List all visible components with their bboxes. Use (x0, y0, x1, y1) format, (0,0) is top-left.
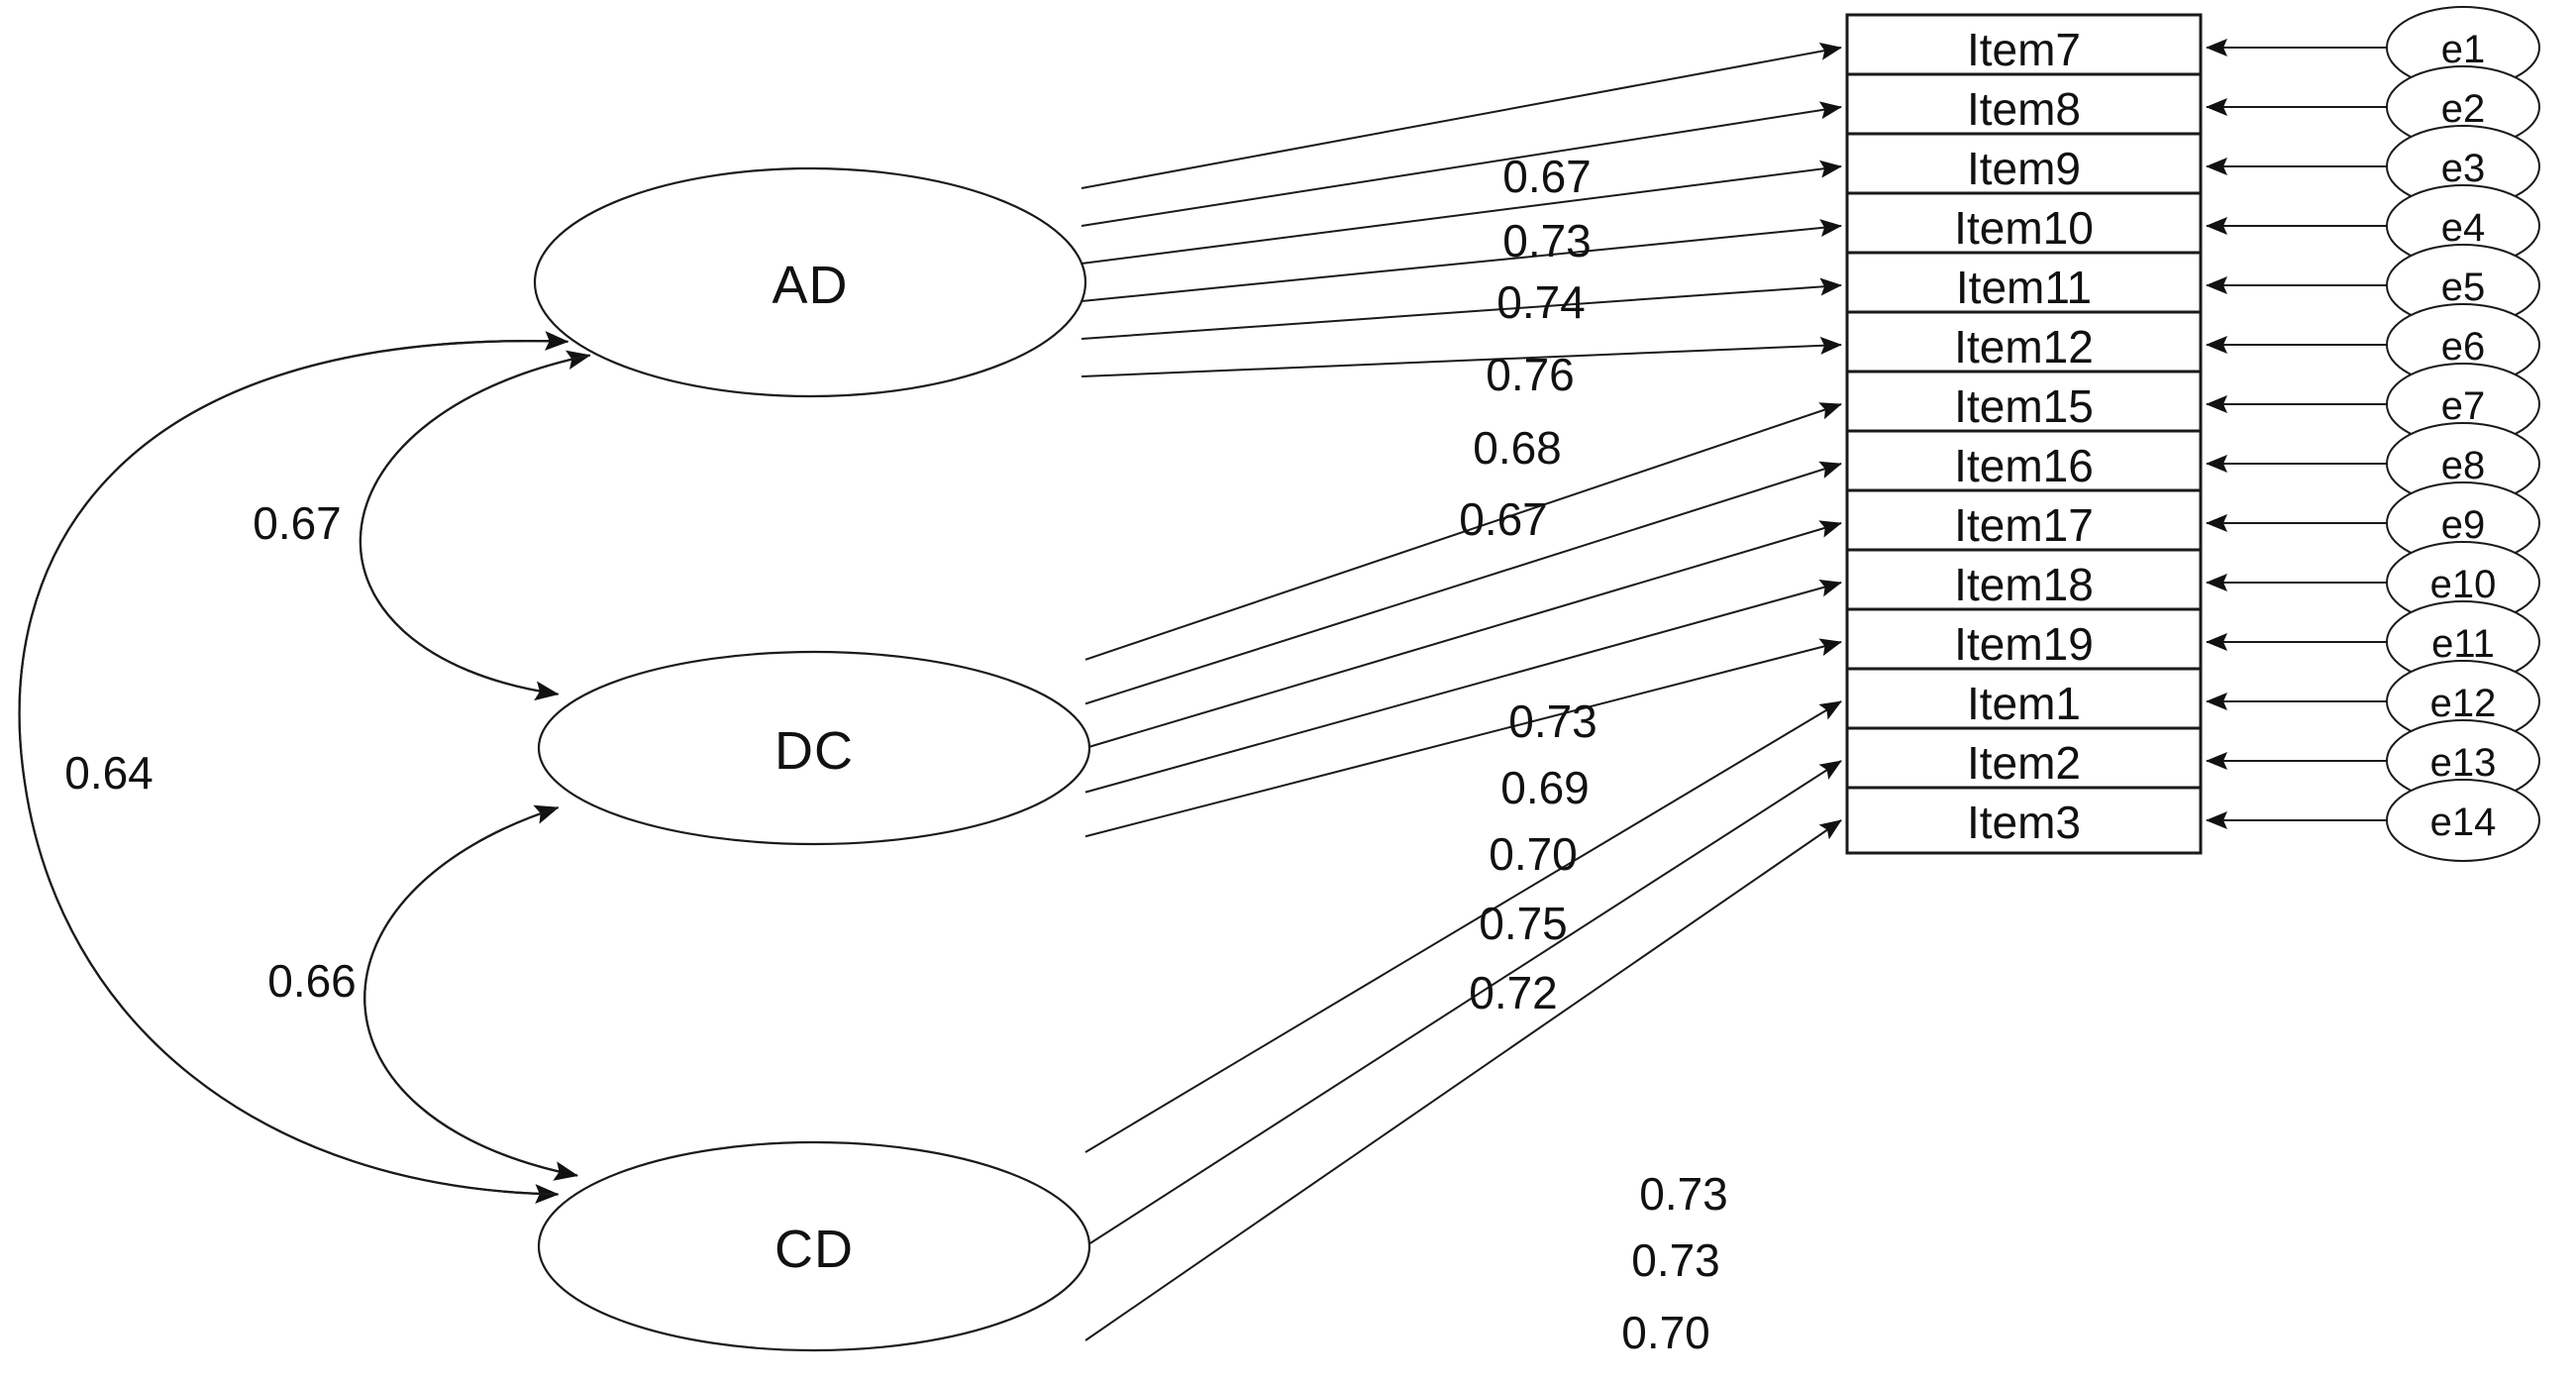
correlation-arc-ad-dc-upper (359, 350, 591, 695)
factor-correlation-arcs (18, 331, 591, 1204)
loading-value-Item18: 0.75 (1479, 898, 1568, 949)
error-label-e9: e9 (2441, 503, 2486, 547)
error-label-e10: e10 (2430, 563, 2497, 606)
correlation-arc-dc-cd-upper (363, 804, 578, 1177)
error-ellipse-e14 (2386, 779, 2540, 862)
item-box-Item7 (1845, 13, 2203, 82)
item-label-Item1: Item1 (1967, 678, 2081, 729)
loading-arrow-Item11 (1081, 277, 1842, 340)
correlation-arc-ad-dc-lower (359, 354, 590, 701)
correlation-value-ad-dc: 0.67 (253, 497, 342, 549)
correlation-value-dc-cd: 0.66 (267, 955, 357, 1007)
observed-variable-boxes: Item7Item8Item9Item10Item11Item12Item15I… (1845, 13, 2203, 855)
factor-ellipse-AD (533, 166, 1087, 398)
item-box-Item12 (1845, 310, 2203, 379)
factor-ellipse-CD (537, 1140, 1091, 1352)
error-term-ellipses: e1 e2 e3 e4 e5 e6 e7 e8 e9 e10 e11 e12 e13 e14 (2386, 6, 2540, 862)
error-label-e13: e13 (2430, 741, 2497, 785)
factor-ellipse-DC (537, 650, 1091, 846)
loading-arrow-Item19 (1084, 638, 1842, 838)
item-box-Item2 (1845, 726, 2203, 796)
loading-arrow-Item16 (1084, 461, 1842, 705)
loading-value-Item11: 0.68 (1473, 422, 1562, 474)
loading-arrow-Item2 (1084, 760, 1842, 1247)
loading-arrow-Item17 (1084, 520, 1842, 749)
loading-value-Item12: 0.67 (1459, 493, 1548, 545)
loading-arrow-Item18 (1084, 579, 1842, 794)
loading-value-Item16: 0.69 (1500, 762, 1590, 813)
factor-label-DC: DC (774, 721, 854, 781)
error-arrows (2206, 39, 2387, 829)
correlation-arc-dc-cd-lower (363, 806, 578, 1181)
loading-arrow-Item9 (1081, 160, 1842, 265)
correlation-value-labels: 0.67 0.64 0.66 (64, 497, 357, 1007)
loading-arrow-Item3 (1084, 819, 1842, 1341)
loading-value-labels: 0.67 0.73 0.74 0.76 0.68 0.67 0.73 0.69 0.70 0.75… (1459, 151, 1728, 1358)
item-label-Item11: Item11 (1956, 262, 2092, 313)
loading-value-Item15: 0.73 (1508, 695, 1597, 747)
item-label-Item7: Item7 (1967, 24, 2081, 75)
error-label-e5: e5 (2441, 266, 2486, 309)
loading-value-Item7: 0.67 (1502, 151, 1592, 202)
item-label-Item10: Item10 (1954, 202, 2094, 254)
factor-label-AD: AD (772, 256, 848, 315)
item-label-Item18: Item18 (1954, 559, 2094, 610)
error-label-e8: e8 (2441, 444, 2486, 487)
loading-arrow-Item1 (1084, 700, 1842, 1153)
error-label-e11: e11 (2431, 622, 2495, 666)
item-label-Item17: Item17 (1954, 499, 2094, 551)
loading-value-Item17: 0.70 (1489, 828, 1578, 880)
item-label-Item16: Item16 (1954, 440, 2094, 491)
item-label-Item9: Item9 (1967, 143, 2081, 194)
item-box-Item3 (1845, 786, 2203, 855)
error-label-e12: e12 (2430, 682, 2497, 725)
loading-value-Item3: 0.70 (1621, 1307, 1710, 1358)
loading-value-Item9: 0.74 (1496, 276, 1586, 328)
factor-loading-arrows (1081, 42, 1842, 1341)
item-label-Item19: Item19 (1954, 618, 2094, 670)
error-label-e1: e1 (2441, 28, 2486, 71)
loading-arrow-Item12 (1081, 336, 1842, 377)
item-label-Item2: Item2 (1967, 737, 2081, 789)
factor-label-CD: CD (774, 1220, 854, 1279)
loading-value-Item19: 0.72 (1469, 967, 1558, 1018)
item-label-Item8: Item8 (1967, 83, 2081, 135)
error-label-e2: e2 (2441, 87, 2486, 131)
loading-arrow-Item8 (1081, 101, 1842, 227)
item-label-Item12: Item12 (1954, 321, 2094, 373)
item-label-Item3: Item3 (1967, 797, 2081, 848)
item-box-Item10 (1845, 191, 2203, 261)
item-box-Item15 (1845, 370, 2203, 439)
loading-value-Item2: 0.73 (1631, 1234, 1720, 1286)
loading-arrow-Item10 (1081, 219, 1842, 302)
error-label-e14: e14 (2430, 801, 2497, 844)
error-label-e4: e4 (2441, 206, 2486, 250)
correlation-value-ad-cd: 0.64 (64, 747, 154, 799)
error-label-e7: e7 (2441, 384, 2486, 428)
correlation-arc-ad-cd-up (18, 331, 569, 1196)
error-label-e3: e3 (2441, 147, 2486, 190)
loading-value-Item10: 0.76 (1486, 349, 1575, 400)
loading-arrow-Item15 (1084, 402, 1842, 661)
item-label-Item15: Item15 (1954, 380, 2094, 432)
loading-arrow-Item7 (1081, 42, 1842, 189)
error-label-e6: e6 (2441, 325, 2486, 369)
loading-value-Item1: 0.73 (1639, 1168, 1728, 1220)
latent-factor-ellipses: AD DC CD (533, 166, 1091, 1352)
loading-value-Item8: 0.73 (1502, 215, 1592, 267)
item-box-Item17 (1845, 488, 2203, 558)
